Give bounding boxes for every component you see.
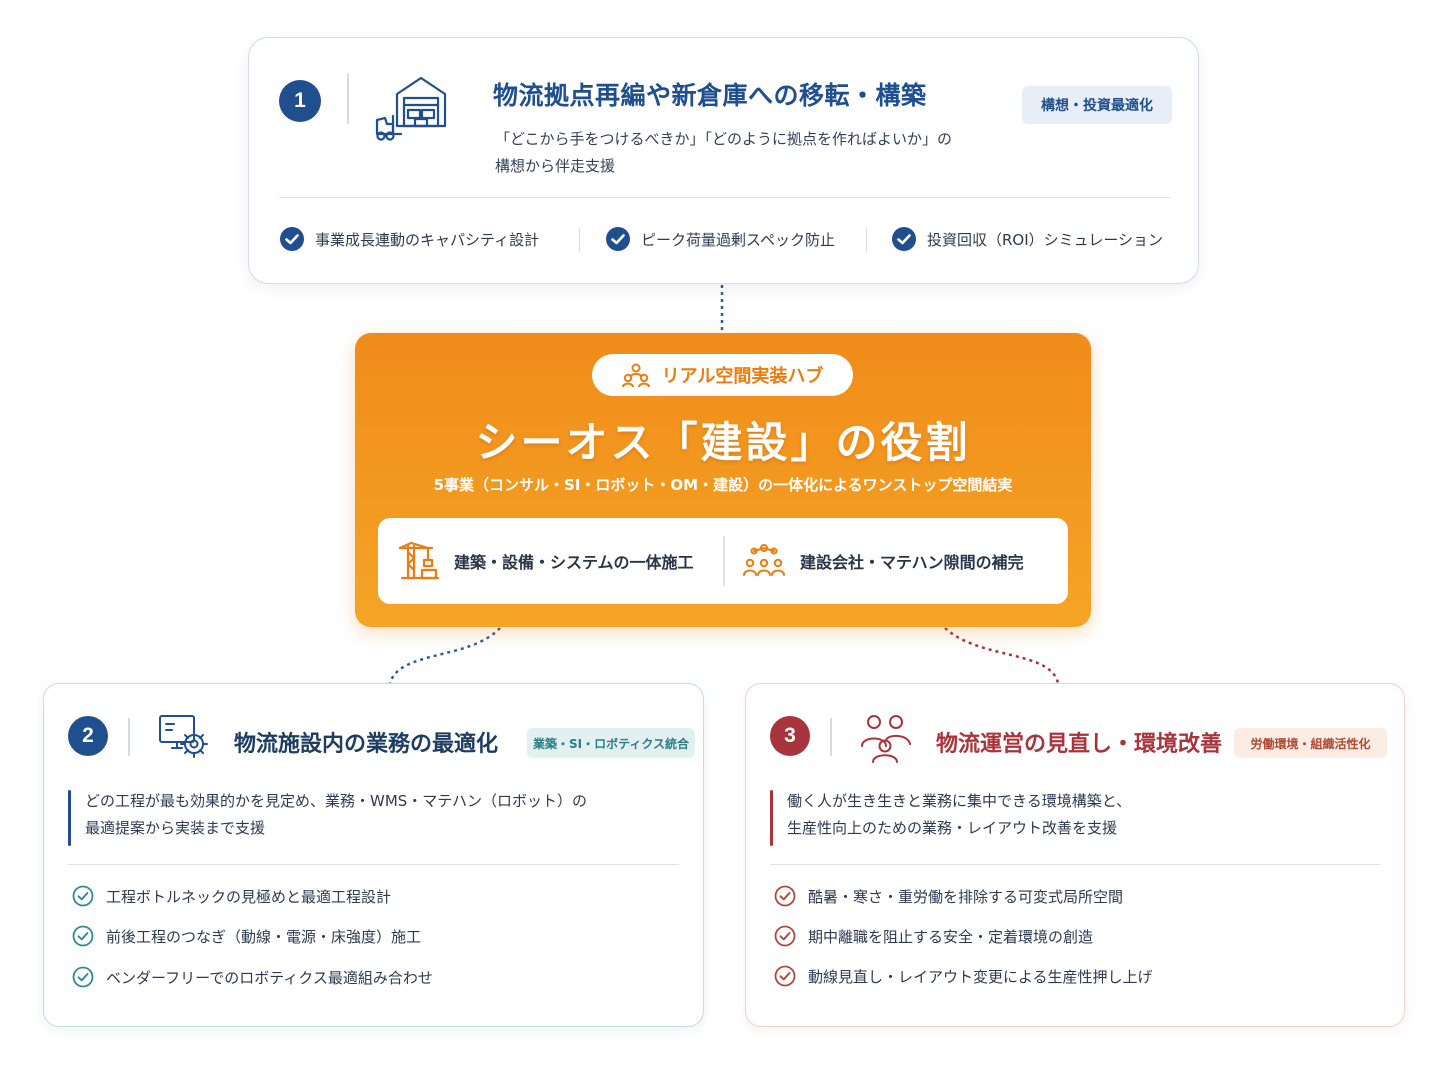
warehouse-forklift-icon	[373, 72, 449, 148]
description-line: 生産性向上のための業務・レイアウト改善を支援	[787, 819, 1118, 837]
description-line: 働く人が生き生きと業務に集中できる環境構築と、	[787, 792, 1132, 810]
hub-subtitle: 5事業（コンサル・SI・ロボット・OM・建設）の一体化によるワンストップ空間結実	[433, 476, 1013, 494]
hub-role-item: 建築・設備・システムの一体施工	[398, 518, 694, 604]
check-outline-icon	[72, 885, 94, 907]
card-title: 物流拠点再編や新倉庫への移転・構築	[493, 81, 927, 110]
people-network-icon	[743, 544, 785, 576]
check-label: 期中離職を阻止する安全・定着環境の創造	[808, 927, 1094, 946]
hub-construction-role: リアル空間実装ハブ シーオス「建設」の役割 5事業（コンサル・SI・ロボット・O…	[355, 333, 1091, 627]
category-tag: 業築・SI・ロボティクス統合	[527, 728, 695, 758]
people-group-icon	[858, 712, 914, 768]
hub-role-divider	[723, 536, 725, 586]
step-number-badge: 3	[770, 716, 810, 756]
quote-bar	[68, 790, 71, 846]
check-item: 前後工程のつなぎ（動線・電源・床強度）施工	[72, 925, 421, 947]
feature-item: 投資回収（ROI）シミュレーション	[891, 226, 1163, 252]
hub-roles-panel: 建築・設備・システムの一体施工 建設会社・マテハン隙間の補完	[378, 518, 1068, 604]
check-outline-icon	[72, 966, 94, 988]
card-description: 働く人が生き生きと業務に集中できる環境構築と、 生産性向上のための業務・レイアウ…	[770, 788, 1370, 846]
vertical-divider	[830, 718, 832, 756]
check-label: 酷暑・寒さ・重労働を排除する可変式局所空間	[808, 887, 1124, 906]
category-tag: 労働環境・組織活性化	[1234, 728, 1387, 758]
check-item: 酷暑・寒さ・重労働を排除する可変式局所空間	[774, 885, 1123, 907]
feature-label: ピーク荷量過剰スペック防止	[641, 230, 835, 249]
card-relocation: 1 物流拠点再編や新倉庫への移転・構築 構想・投資最適化 「どこから手をつけるべ…	[248, 37, 1199, 284]
check-outline-icon	[72, 925, 94, 947]
card-operations-optimization: 2 物流施設内の業務の最適化 業築・SI・ロボティクス統合 どの工程が最も効果的…	[43, 683, 704, 1027]
check-label: ベンダーフリーでのロボティクス最適組み合わせ	[106, 968, 433, 987]
hub-pill: リアル空間実装ハブ	[592, 354, 853, 396]
card-title: 物流運営の見直し・環境改善	[936, 732, 1223, 757]
step-number-badge: 2	[68, 716, 108, 756]
feature-item: ピーク荷量過剰スペック防止	[605, 226, 835, 252]
card-description: 「どこから手をつけるべきか」「どのように拠点を作ればよいか」の 構想から伴走支援	[495, 126, 1015, 180]
description-line: 構想から伴走支援	[495, 157, 616, 175]
feature-label: 投資回収（ROI）シミュレーション	[927, 230, 1164, 249]
check-item: 動線見直し・レイアウト変更による生産性押し上げ	[774, 965, 1153, 987]
crane-icon	[398, 542, 440, 580]
hub-role-label: 建設会社・マテハン隙間の補完	[800, 553, 1024, 572]
vertical-divider	[347, 74, 349, 124]
step-number-badge: 1	[279, 80, 321, 122]
feature-divider	[866, 228, 867, 252]
divider	[279, 197, 1170, 198]
card-operations-environment: 3 物流運営の見直し・環境改善 労働環境・組織活性化 働く人が生き生きと業務に集…	[745, 683, 1405, 1027]
quote-bar	[770, 790, 773, 846]
hub-role-item: 建設会社・マテハン隙間の補完	[742, 518, 1024, 604]
check-outline-icon	[774, 885, 796, 907]
description-line: 最適提案から実装まで支援	[85, 819, 266, 837]
check-circle-icon	[606, 227, 630, 251]
check-label: 工程ボトルネックの見極めと最適工程設計	[106, 887, 392, 906]
check-circle-icon	[280, 227, 304, 251]
check-label: 動線見直し・レイアウト変更による生産性押し上げ	[808, 967, 1153, 986]
connector-hub-card2	[388, 627, 501, 684]
hub-pill-label: リアル空間実装ハブ	[661, 366, 824, 387]
connector-hub-card3	[944, 627, 1060, 684]
check-circle-icon	[892, 227, 916, 251]
check-item: 期中離職を阻止する安全・定着環境の創造	[774, 925, 1093, 947]
description-line: どの工程が最も効果的かを見定め、業務・WMS・マテハン（ロボット）の	[85, 792, 587, 810]
vertical-divider	[128, 718, 130, 756]
check-outline-icon	[774, 925, 796, 947]
category-tag: 構想・投資最適化	[1022, 86, 1172, 124]
team-icon	[621, 363, 650, 388]
divider	[770, 864, 1380, 865]
check-outline-icon	[774, 965, 796, 987]
hub-title: シーオス「建設」の役割	[475, 418, 971, 467]
description-line: 「どこから手をつけるべきか」「どのように拠点を作ればよいか」の	[495, 130, 953, 148]
card-title: 物流施設内の業務の最適化	[234, 732, 499, 757]
divider	[68, 864, 679, 865]
feature-item: 事業成長連動のキャパシティ設計	[279, 226, 539, 252]
check-label: 前後工程のつなぎ（動線・電源・床強度）施工	[106, 927, 422, 946]
feature-label: 事業成長連動のキャパシティ設計	[315, 230, 540, 249]
check-item: 工程ボトルネックの見極めと最適工程設計	[72, 885, 391, 907]
hub-role-label: 建築・設備・システムの一体施工	[454, 553, 694, 572]
check-item: ベンダーフリーでのロボティクス最適組み合わせ	[72, 966, 433, 988]
feature-divider	[579, 228, 580, 252]
monitor-gear-icon	[158, 712, 214, 768]
card-description: どの工程が最も効果的かを見定め、業務・WMS・マテハン（ロボット）の 最適提案か…	[68, 788, 668, 846]
